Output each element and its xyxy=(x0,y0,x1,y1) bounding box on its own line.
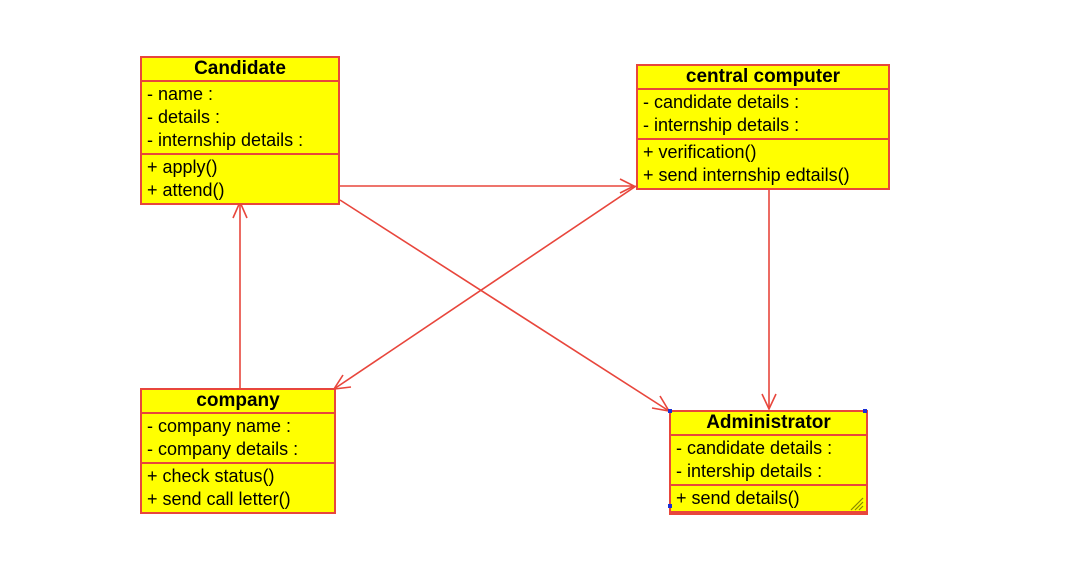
class-box-candidate[interactable]: Candidate - name : - details : - interns… xyxy=(140,56,340,205)
attribute: - internship details : xyxy=(147,130,304,150)
operations-compartment: + check status() + send call letter() xyxy=(142,464,334,512)
attribute: - company name : xyxy=(147,416,292,436)
attribute: - company details : xyxy=(147,439,299,459)
attributes-compartment: - name : - details : - internship detail… xyxy=(142,82,338,155)
attribute: - candidate details : xyxy=(676,438,833,458)
class-name: Administrator xyxy=(671,412,866,436)
association-candidate-to-administrator xyxy=(339,199,670,412)
operation: + send details() xyxy=(676,488,800,508)
operation: + send call letter() xyxy=(147,489,291,509)
operations-compartment: + verification() + send internship edtai… xyxy=(638,140,888,188)
class-name: central computer xyxy=(638,66,888,90)
attribute: - details : xyxy=(147,107,221,127)
selection-handle[interactable] xyxy=(668,409,672,413)
operation: + send internship edtails() xyxy=(643,165,850,185)
association-central-computer-to-company xyxy=(333,185,637,390)
attribute: - name : xyxy=(147,84,214,104)
class-box-company[interactable]: company - company name : - company detai… xyxy=(140,388,336,514)
attributes-compartment: - company name : - company details : xyxy=(142,414,334,464)
class-name: Candidate xyxy=(142,58,338,82)
attribute: - candidate details : xyxy=(643,92,800,112)
operation: + attend() xyxy=(147,180,225,200)
operations-compartment: + send details() xyxy=(671,486,866,513)
selection-handle[interactable] xyxy=(863,409,867,413)
attributes-compartment: - candidate details : - internship detai… xyxy=(638,90,888,140)
class-name: company xyxy=(142,390,334,414)
arrowhead-open-icon xyxy=(761,393,777,411)
attributes-compartment: - candidate details : - intership detail… xyxy=(671,436,866,486)
arrowhead-open-icon xyxy=(619,178,636,194)
resize-grip-icon[interactable] xyxy=(848,495,864,511)
operation: + check status() xyxy=(147,466,275,486)
operation: + verification() xyxy=(643,142,757,162)
attribute: - internship details : xyxy=(643,115,800,135)
class-box-administrator[interactable]: Administrator - candidate details : - in… xyxy=(669,410,868,515)
class-box-central-computer[interactable]: central computer - candidate details : -… xyxy=(636,64,890,190)
operation: + apply() xyxy=(147,157,218,177)
attribute: - intership details : xyxy=(676,461,823,481)
selection-handle[interactable] xyxy=(668,504,672,508)
operations-compartment: + apply() + attend() xyxy=(142,155,338,203)
